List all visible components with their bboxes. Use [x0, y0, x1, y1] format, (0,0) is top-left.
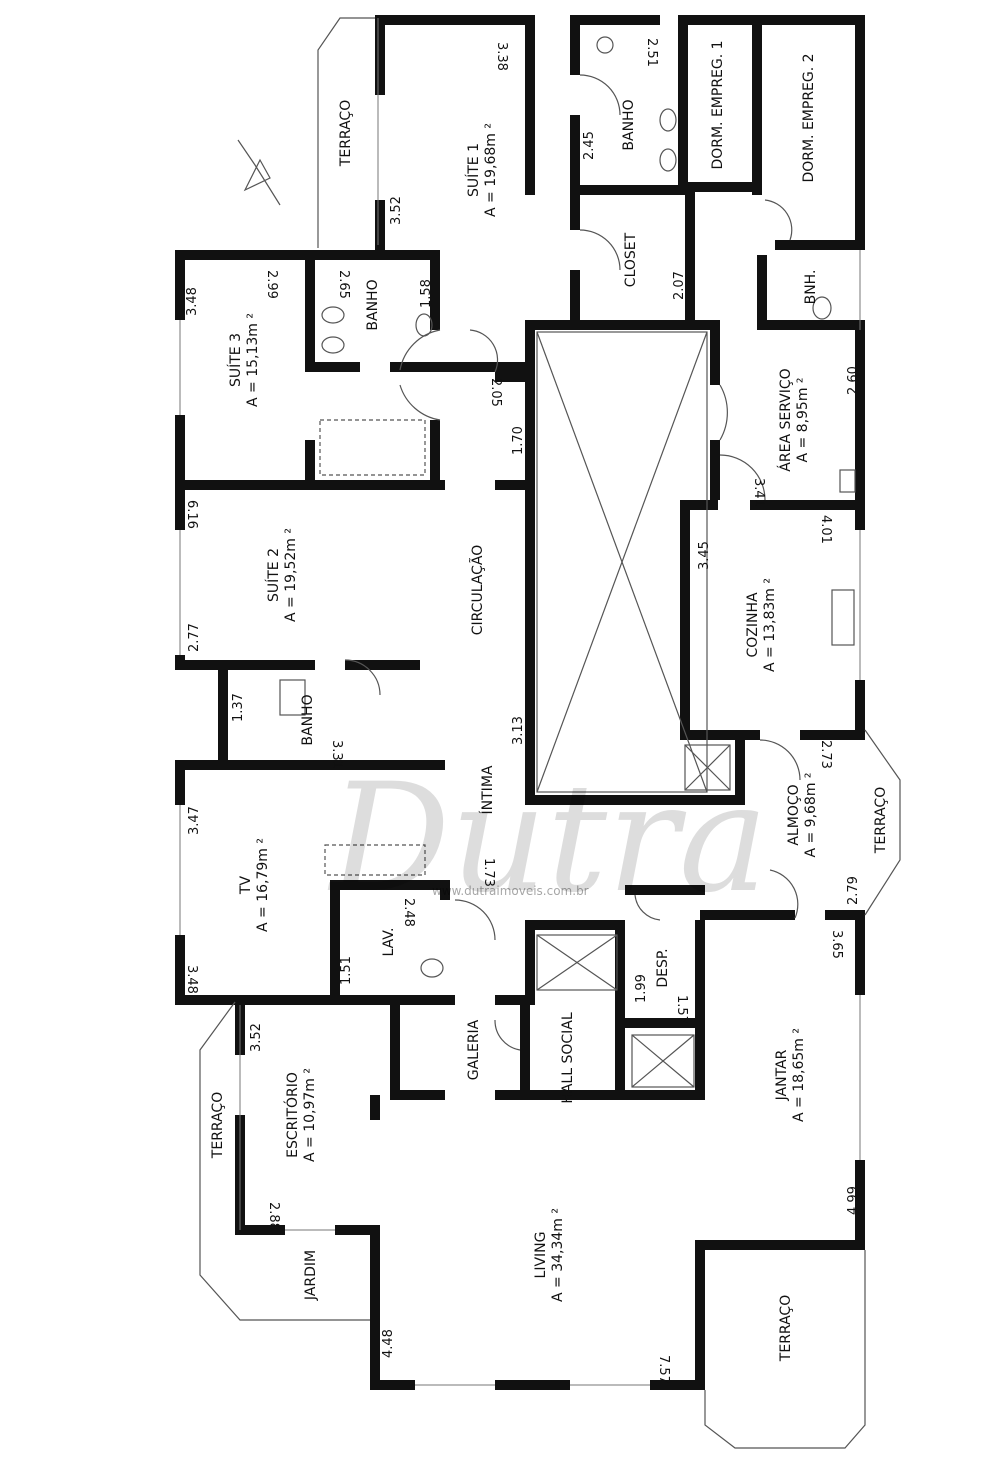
label-lav: LAV.: [381, 927, 397, 956]
label-jardim: JARDIM: [303, 1250, 319, 1301]
room-area: A = 13,83m ²: [762, 578, 778, 672]
room-name: TV: [238, 876, 254, 896]
label-terraco-left: TERRAÇO: [210, 1092, 226, 1159]
room-living: LIVING A = 34,34m ²: [533, 1208, 566, 1302]
label-terraco-bottom: TERRAÇO: [778, 1295, 794, 1362]
dim-4-99: 4.99: [846, 1186, 861, 1215]
label-intima: ÍNTIMA: [479, 765, 496, 814]
walls: [175, 15, 865, 1390]
dim-3-47: 3.47: [187, 806, 202, 835]
label-banho-suite3: BANHO: [365, 279, 381, 330]
dim-2-45: 2.45: [582, 131, 597, 160]
label-banho-suite1: BANHO: [621, 99, 637, 150]
dim-3-48-suite3: 3.48: [185, 287, 200, 316]
label-terraco-right: TERRAÇO: [873, 787, 889, 854]
room-name: ÁREA SERVIÇO: [777, 368, 794, 471]
dim-1-73: 1.73: [481, 858, 496, 887]
room-area: A = 19,68m ²: [483, 123, 499, 217]
room-escritorio: ESCRITÓRIO A = 10,97m ²: [283, 1068, 318, 1162]
dim-3-52-suite1: 3.52: [389, 196, 404, 225]
dim-6-16: 6.16: [184, 500, 199, 529]
room-name: ALMOÇO: [786, 784, 802, 845]
dim-2-48: 2.48: [401, 898, 416, 927]
dim-1-99: 1.99: [634, 974, 649, 1003]
label-closet: CLOSET: [623, 232, 639, 287]
room-area: A = 9,68m ²: [803, 772, 819, 857]
room-name: ESCRITÓRIO: [283, 1072, 301, 1158]
room-suite2: SUÍTE 2 A = 19,52m ²: [265, 528, 299, 622]
room-labels: SUÍTE 1 A = 19,68m ² SUÍTE 3 A = 15,13m …: [210, 40, 889, 1362]
dim-3-41: 3.41: [751, 478, 766, 507]
label-hall-social: HALL SOCIAL: [560, 1012, 576, 1104]
room-name: COZINHA: [745, 592, 761, 658]
dim-1-51: 1.51: [339, 956, 354, 985]
room-suite1: SUÍTE 1 A = 19,68m ²: [465, 123, 499, 217]
room-jantar: JANTAR A = 18,65m ²: [774, 1028, 807, 1122]
thin-lines: [179, 17, 901, 1449]
label-bnh: BNH.: [803, 270, 819, 305]
dim-1-37: 1.37: [231, 693, 246, 722]
room-area: A = 19,52m ²: [283, 528, 299, 622]
dim-3-31: 3.31: [329, 740, 344, 769]
dim-2-73: 2.73: [818, 740, 833, 769]
dim-2-05: 2.05: [488, 378, 503, 407]
room-area: A = 34,34m ²: [550, 1208, 566, 1302]
room-cozinha: COZINHA A = 13,83m ²: [745, 578, 778, 672]
dim-3-13: 3.13: [511, 716, 526, 745]
room-area: A = 16,79m ²: [255, 838, 271, 932]
dim-2-65: 2.65: [336, 270, 351, 299]
dim-2-77: 2.77: [187, 623, 202, 652]
room-area: A = 10,97m ²: [302, 1068, 318, 1162]
label-circulacao: CIRCULAÇÃO: [469, 545, 486, 636]
dim-4-48: 4.48: [381, 1329, 396, 1358]
dim-1-70: 1.70: [511, 426, 526, 455]
dim-3-38: 3.38: [494, 42, 509, 71]
watermark-logo: Dutra: [327, 752, 768, 926]
dim-2-60: 2.60: [846, 366, 861, 395]
room-area: A = 18,65m ²: [791, 1028, 807, 1122]
dim-7-57: 7.57: [656, 1355, 671, 1384]
room-area-servico: ÁREA SERVIÇO A = 8,95m ²: [777, 368, 811, 471]
room-name: SUÍTE 2: [265, 548, 282, 602]
room-name: SUÍTE 1: [465, 143, 482, 197]
dim-1-58: 1.58: [419, 279, 434, 308]
room-area: A = 15,13m ²: [245, 313, 261, 407]
dim-2-51: 2.51: [644, 38, 659, 67]
room-almoco: ALMOÇO A = 9,68m ²: [786, 772, 819, 857]
label-terraco-top: TERRAÇO: [338, 100, 354, 167]
dim-3-45: 3.45: [697, 541, 712, 570]
dim-2-88: 2.88: [266, 1202, 281, 1231]
watermark: Dutra www.dutraimoveis.com.br: [327, 752, 768, 926]
watermark-url: www.dutraimoveis.com.br: [432, 884, 589, 898]
dim-2-79: 2.79: [846, 876, 861, 905]
room-suite3: SUÍTE 3 A = 15,13m ²: [227, 313, 261, 407]
room-tv: TV A = 16,79m ²: [238, 838, 271, 932]
dim-4-01: 4.01: [818, 515, 833, 544]
dim-3-65: 3.65: [829, 930, 844, 959]
room-name: SUÍTE 3: [227, 333, 244, 387]
dim-3-52-escritorio: 3.52: [249, 1023, 264, 1052]
dim-2-07: 2.07: [672, 271, 687, 300]
dim-2-99: 2.99: [264, 270, 279, 299]
label-dorm-empreg-2: DORM. EMPREG. 2: [801, 53, 817, 182]
dimension-labels: 3.38 2.51 2.45 3.52 2.07 3.48 2.99 2.65 …: [184, 38, 861, 1384]
dim-1-57: 1.57: [674, 995, 689, 1024]
room-name: LIVING: [533, 1232, 549, 1279]
label-dorm-empreg-1: DORM. EMPREG. 1: [710, 40, 726, 169]
label-banho-suite2: BANHO: [300, 694, 316, 745]
dim-3-48-tv: 3.48: [184, 965, 199, 994]
room-name: JANTAR: [774, 1049, 790, 1101]
label-desp: DESP.: [655, 948, 671, 987]
room-area: A = 8,95m ²: [795, 377, 811, 462]
label-galeria: GALERIA: [466, 1019, 482, 1080]
